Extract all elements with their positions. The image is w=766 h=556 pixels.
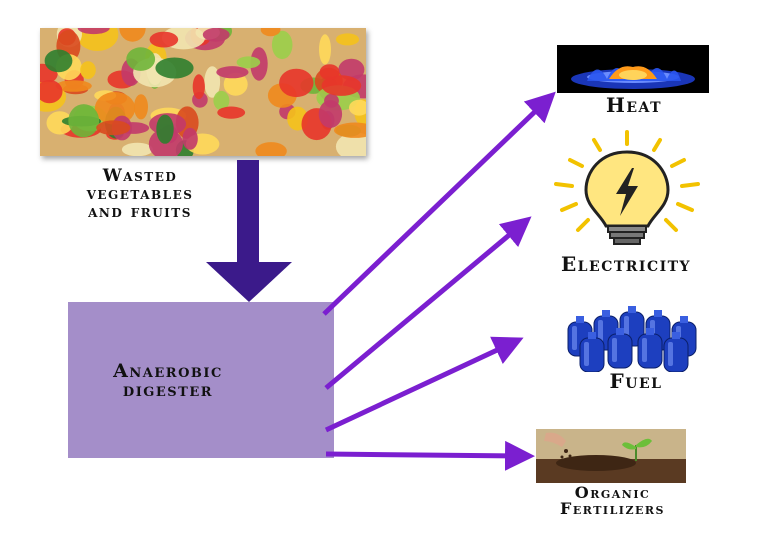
output-label-electricity: Electricity (526, 254, 726, 274)
soil-seedling-icon (536, 429, 686, 483)
arrow-to-fertilizers (326, 454, 520, 456)
output-label-line: Electricity (561, 252, 691, 276)
input-arrow (206, 160, 292, 302)
gas-flame-icon (557, 45, 709, 93)
output-label-fertilizers: Organic Fertilizers (525, 485, 700, 517)
methane-gas-tanks-icon (560, 302, 700, 372)
arrow-to-fuel (326, 344, 510, 430)
output-label-heat: Heat (560, 95, 708, 115)
output-label-fuel: Fuel (586, 371, 686, 391)
arrow-to-electricity (326, 226, 520, 388)
arrow-to-heat (324, 102, 545, 314)
output-label-line: Fertilizers (525, 501, 700, 517)
light-bulb-icon (534, 130, 720, 248)
output-label-line: Heat (606, 93, 662, 117)
output-label-line: Fuel (610, 369, 663, 393)
